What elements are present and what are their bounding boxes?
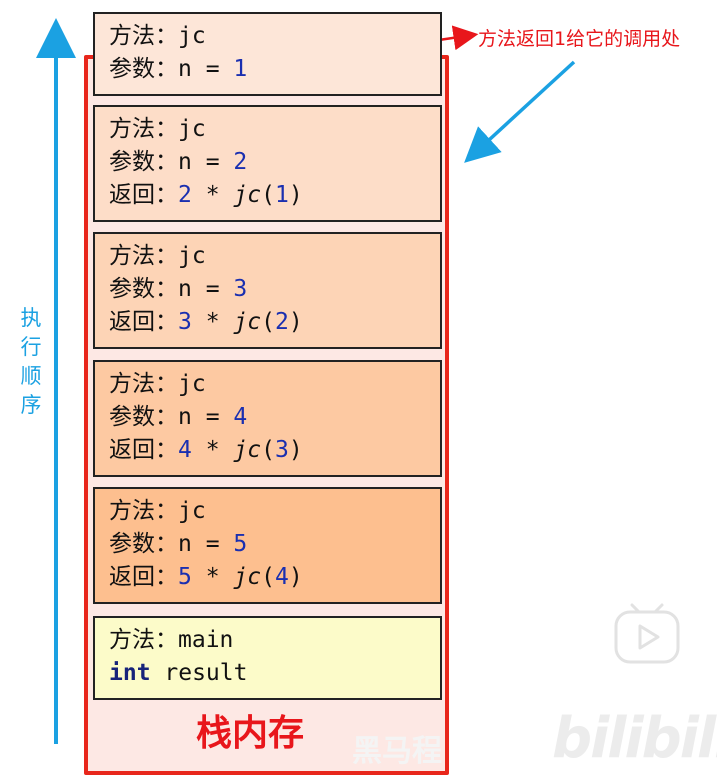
method-label: 方法： [109, 627, 178, 653]
open-paren: ( [261, 564, 275, 590]
close-paren: ) [288, 182, 303, 208]
return-function: jc [233, 309, 262, 335]
param-value: 5 [233, 531, 248, 557]
param-value: 2 [233, 149, 248, 175]
return-function: jc [233, 437, 262, 463]
close-paren: ) [288, 309, 303, 335]
method-label: 方法： [109, 23, 178, 49]
return-label: 返回： [109, 437, 178, 463]
equals-sign: = [191, 404, 234, 430]
open-paren: ( [261, 437, 275, 463]
return-number: 5 [178, 564, 192, 590]
param-name: n [178, 149, 192, 175]
return-arg: 4 [274, 564, 289, 590]
return-function: jc [233, 564, 262, 590]
param-label: 参数： [109, 149, 178, 175]
return-function: jc [233, 182, 262, 208]
return-annotation: 方法返回1给它的调用处 [478, 28, 681, 50]
local-var-name: result [150, 660, 248, 686]
stack-memory-title: 栈内存 [196, 713, 305, 754]
open-paren: ( [261, 309, 275, 335]
order-char: 序 [20, 393, 42, 417]
method-label: 方法： [109, 371, 178, 397]
return-number: 3 [178, 309, 192, 335]
param-label: 参数： [109, 276, 178, 302]
method-name: jc [178, 23, 206, 49]
method-name: jc [178, 243, 206, 269]
param-name: n [178, 56, 192, 82]
param-label: 参数： [109, 404, 178, 430]
method-name: main [178, 627, 234, 653]
close-paren: ) [288, 564, 303, 590]
stack-frame-jc-3: 方法：jc 参数：n = 3 返回：3 * jc(2) [93, 232, 442, 349]
equals-sign: = [191, 531, 234, 557]
stack-frame-main: 方法：main int result [93, 616, 442, 700]
return-operator: * [191, 564, 234, 590]
execution-order-label: 执 行 顺 序 [16, 304, 46, 420]
return-operator: * [191, 182, 234, 208]
return-to-caller-arrow [464, 60, 576, 163]
stack-frame-jc-5: 方法：jc 参数：n = 5 返回：5 * jc(4) [93, 487, 442, 604]
stack-frame-jc-2: 方法：jc 参数：n = 2 返回：2 * jc(1) [93, 105, 442, 222]
return-arg: 3 [274, 437, 289, 463]
method-label: 方法： [109, 498, 178, 524]
method-name: jc [178, 116, 206, 142]
param-name: n [178, 276, 192, 302]
stack-frame-jc-4: 方法：jc 参数：n = 4 返回：4 * jc(3) [93, 360, 442, 477]
return-label: 返回： [109, 309, 178, 335]
local-var-type: int [109, 660, 151, 686]
watermark-text: 黑马程 [352, 734, 442, 769]
equals-sign: = [191, 56, 234, 82]
bilibili-logo: bilibili [552, 706, 717, 771]
method-label: 方法： [109, 116, 178, 142]
open-paren: ( [261, 182, 275, 208]
return-arg: 1 [274, 182, 289, 208]
return-number: 2 [178, 182, 192, 208]
method-label: 方法： [109, 243, 178, 269]
return-operator: * [191, 437, 234, 463]
param-value: 3 [233, 276, 248, 302]
return-operator: * [191, 309, 234, 335]
param-name: n [178, 404, 192, 430]
param-name: n [178, 531, 192, 557]
method-name: jc [178, 498, 206, 524]
return-label: 返回： [109, 182, 178, 208]
close-paren: ) [288, 437, 303, 463]
order-char: 执 [20, 306, 42, 330]
return-label: 返回： [109, 564, 178, 590]
play-icon[interactable] [612, 602, 682, 666]
equals-sign: = [191, 276, 234, 302]
return-number: 4 [178, 437, 192, 463]
return-arg: 2 [274, 309, 289, 335]
method-name: jc [178, 371, 206, 397]
param-label: 参数： [109, 56, 178, 82]
param-value: 4 [233, 404, 248, 430]
stack-frame-jc-1: 方法：jc 参数：n = 1 [93, 12, 442, 96]
equals-sign: = [191, 149, 234, 175]
param-label: 参数： [109, 531, 178, 557]
order-char: 顺 [20, 364, 42, 388]
param-value: 1 [233, 56, 248, 82]
order-char: 行 [20, 335, 42, 359]
